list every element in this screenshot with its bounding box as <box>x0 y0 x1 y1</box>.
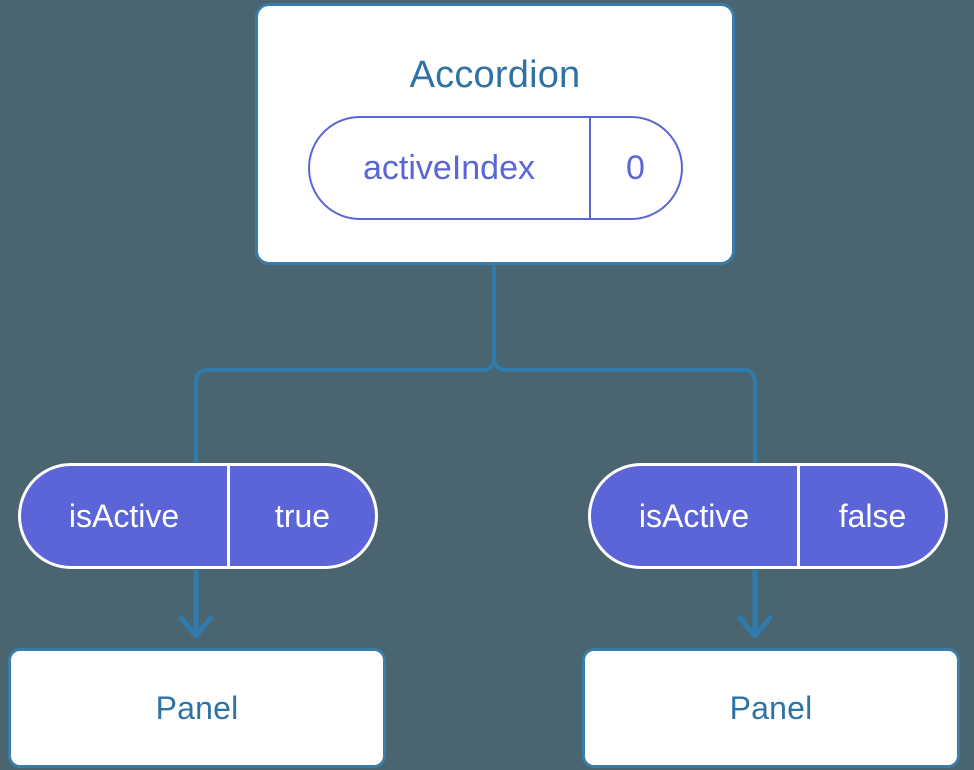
arrow-left-head <box>178 615 214 639</box>
accordion-title: Accordion <box>409 54 581 96</box>
arrow-right-head <box>737 615 773 639</box>
branch-right <box>492 356 757 465</box>
panel-component-card-right: Panel <box>582 648 960 768</box>
accordion-component-card: Accordion activeIndex 0 <box>255 3 735 265</box>
prop-badge-key: isActive <box>21 466 230 566</box>
prop-badge-value: false <box>838 498 907 534</box>
state-badge-active-index: activeIndex 0 <box>307 116 683 220</box>
panel-title: Panel <box>729 690 813 726</box>
prop-badge-is-active-true: isActive true <box>18 463 378 569</box>
state-badge-value: 0 <box>626 149 645 187</box>
prop-badge-value: true <box>274 498 331 534</box>
panel-component-card-left: Panel <box>8 648 386 768</box>
trunk-and-branches <box>194 263 496 465</box>
state-badge-key: activeIndex <box>310 118 591 218</box>
prop-badge-key: isActive <box>591 466 800 566</box>
panel-title: Panel <box>155 690 239 726</box>
prop-badge-is-active-false: isActive false <box>588 463 948 569</box>
